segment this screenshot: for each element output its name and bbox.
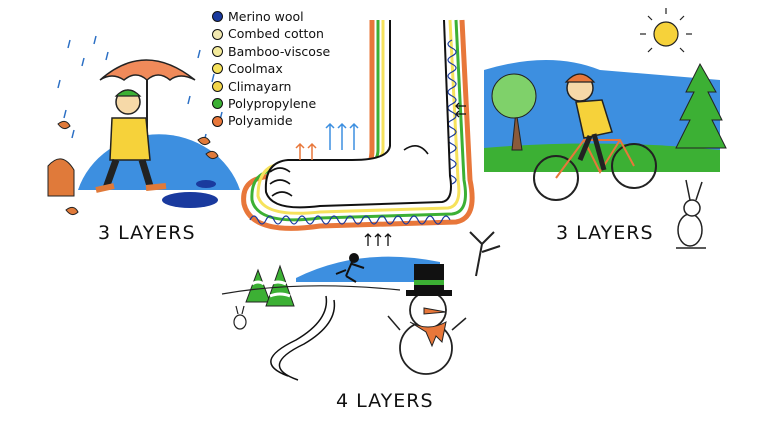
- rabbit-icon: [677, 179, 703, 247]
- legend-label: Bamboo-viscose: [228, 43, 331, 59]
- legend-item-merino-wool: Merino wool: [212, 8, 330, 25]
- legend-label: Polypropylene: [228, 96, 317, 112]
- scarf: [409, 321, 447, 348]
- snowy-trees: [245, 264, 295, 307]
- legend-dot-coolmax: [212, 63, 223, 75]
- legend-label: Polyamide: [228, 113, 293, 129]
- fiber-legend: Merino wool Combed cotton Bamboo-viscose…: [212, 8, 330, 130]
- bush: [47, 158, 75, 197]
- tree-icon: [491, 73, 537, 119]
- walker-raincoat: [109, 117, 151, 161]
- winter-scene: [221, 231, 501, 381]
- small-rabbit-icon: [233, 305, 247, 330]
- foot-outline: [264, 19, 452, 209]
- legend-dot-combed-cotton: [212, 28, 223, 40]
- cycling-scene: [484, 8, 727, 249]
- bare-tree-icon: [469, 231, 501, 277]
- rain-sky: [78, 134, 240, 190]
- legend-item-climayarn: Climayarn: [212, 78, 330, 95]
- legend-label: Combed cotton: [228, 26, 324, 42]
- legend-label: Climayarn: [228, 78, 292, 94]
- cyclist-jersey: [575, 99, 613, 139]
- cycling-scene-caption: 3 LAYERS: [556, 222, 654, 244]
- legend-dot-polypropylene: [212, 98, 223, 110]
- legend-item-polypropylene: Polypropylene: [212, 95, 330, 112]
- rain-scene: [47, 35, 240, 216]
- ski-tracks: [270, 295, 336, 381]
- foot-sock-diagram: [241, 19, 475, 246]
- pine-tree-icon: [675, 62, 727, 149]
- legend-item-bamboo-viscose: Bamboo-viscose: [212, 43, 330, 60]
- legend-item-polyamide: Polyamide: [212, 112, 330, 129]
- legend-item-combed-cotton: Combed cotton: [212, 25, 330, 42]
- legend-item-coolmax: Coolmax: [212, 60, 330, 77]
- legend-dot-bamboo-viscose: [212, 46, 223, 58]
- winter-scene-caption: 4 LAYERS: [336, 390, 434, 412]
- legend-dot-polyamide: [212, 115, 223, 127]
- ankle-bone: [403, 145, 429, 155]
- legend-label: Coolmax: [228, 61, 283, 77]
- snowman-icon: [387, 264, 467, 375]
- sun-icon: [653, 21, 679, 47]
- leaf-icon: [57, 120, 219, 216]
- puddle: [162, 192, 218, 208]
- moisture-arrows-icon: [364, 102, 466, 246]
- toes: [269, 167, 293, 197]
- heat-arrows-icon: [295, 142, 317, 160]
- legend-dot-merino-wool: [212, 11, 223, 23]
- skier-icon: [335, 253, 365, 283]
- legend-dot-climayarn: [212, 80, 223, 92]
- bicycle-icon: [533, 139, 657, 201]
- umbrella-icon: [99, 59, 196, 82]
- legend-label: Merino wool: [228, 9, 304, 24]
- airflow-arrows-icon: [325, 122, 359, 150]
- rain-scene-caption: 3 LAYERS: [98, 222, 196, 244]
- top-hat-icon: [414, 264, 444, 292]
- winter-sky: [296, 256, 440, 282]
